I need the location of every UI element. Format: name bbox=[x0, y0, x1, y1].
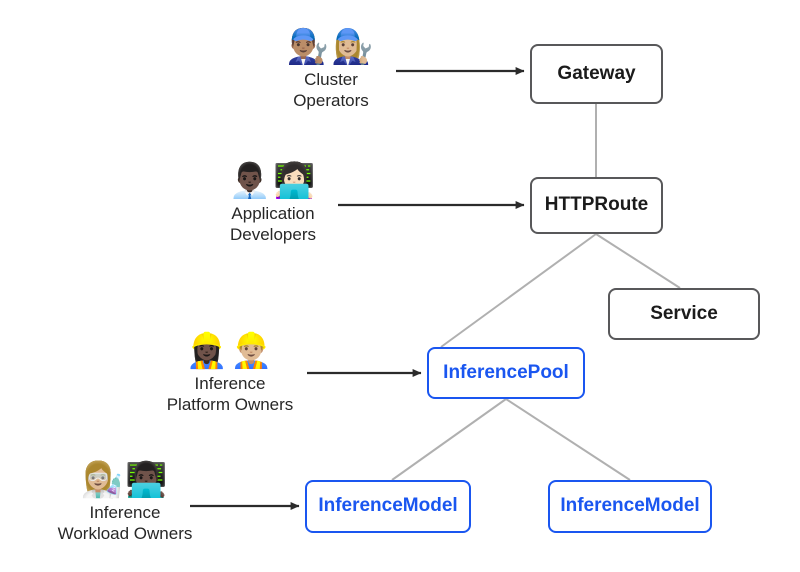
persona-arrows bbox=[190, 67, 525, 510]
node-inferencemodel2: InferenceModel bbox=[548, 480, 712, 533]
node-inferencemodel1: InferenceModel bbox=[305, 480, 471, 533]
woman-construction-worker-icon: 👷🏿‍♀️👷🏼‍♂️ bbox=[185, 332, 275, 370]
node-label: HTTPRoute bbox=[544, 194, 649, 216]
persona-inference-workload-owners: 👩🏼‍🔬👨🏿‍💻 Inference Workload Owners bbox=[30, 463, 220, 545]
node-label: InferencePool bbox=[443, 361, 569, 383]
persona-label: Inference Workload Owners bbox=[57, 503, 193, 544]
man-mechanic-icon: 👨🏽‍🔧👩🏼‍🔧 bbox=[286, 28, 376, 66]
node-label: InferenceModel bbox=[560, 495, 700, 517]
edge-inferencepool-to-model-left bbox=[391, 398, 507, 481]
edge-httproute-to-inferencepool bbox=[440, 233, 597, 348]
node-service: Service bbox=[608, 288, 760, 340]
node-inferencepool: InferencePool bbox=[427, 347, 585, 399]
persona-application-developers: 👨🏿‍💼👩🏻‍💻 Application Developers bbox=[178, 164, 368, 246]
persona-label: Application Developers bbox=[230, 204, 316, 245]
node-gateway: Gateway bbox=[530, 44, 663, 104]
persona-inference-platform-owners: 👷🏿‍♀️👷🏼‍♂️ Inference Platform Owners bbox=[135, 334, 325, 416]
edge-httproute-to-service bbox=[595, 233, 681, 289]
persona-label: Cluster Operators bbox=[293, 70, 369, 111]
woman-scientist-icon: 👩🏼‍🔬👨🏿‍💻 bbox=[80, 461, 170, 499]
node-label: Service bbox=[650, 302, 718, 324]
edge-inferencepool-to-model-right bbox=[505, 398, 631, 481]
node-label: InferenceModel bbox=[318, 495, 458, 517]
persona-cluster-operators: 👨🏽‍🔧👩🏼‍🔧 Cluster Operators bbox=[236, 30, 426, 112]
node-httproute: HTTPRoute bbox=[530, 177, 663, 234]
persona-label: Inference Platform Owners bbox=[166, 374, 294, 415]
node-label: Gateway bbox=[557, 62, 636, 84]
man-office-worker-icon: 👨🏿‍💼👩🏻‍💻 bbox=[228, 162, 318, 200]
